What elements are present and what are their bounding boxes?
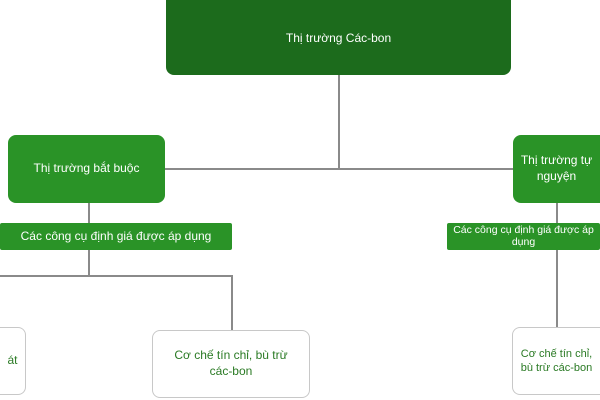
- node-label: Thị trường bắt buộc: [33, 161, 140, 176]
- connector: [88, 203, 90, 223]
- leaf-label: Cơ chế tín chỉ, bù trừ các-bon: [520, 347, 593, 374]
- mandatory-market-node: Thị trường bắt buộc: [8, 135, 165, 203]
- bar-label: Các công cụ định giá được áp dụng: [453, 223, 594, 248]
- bar-label: Các công cụ định giá được áp dụng: [20, 228, 212, 243]
- connector: [88, 250, 90, 275]
- root-node: Thị trường Các-bon: [166, 0, 511, 75]
- connector: [338, 75, 340, 168]
- pricing-tools-bar: Các công cụ định giá được áp dụng: [0, 223, 232, 250]
- leaf-node-credit-offset: Cơ chế tín chỉ, bù trừ các-bon: [512, 327, 600, 395]
- connector: [556, 203, 558, 327]
- leaf-node: át: [0, 327, 26, 395]
- node-label: Thị trường tự nguyện: [520, 153, 593, 183]
- leaf-label: át: [7, 353, 18, 368]
- root-label: Thị trường Các-bon: [285, 30, 392, 45]
- leaf-node-credit-offset: Cơ chế tín chỉ, bù trừ các-bon: [152, 330, 310, 398]
- leaf-label: Cơ chế tín chỉ, bù trừ các-bon: [174, 348, 288, 378]
- connector: [165, 168, 513, 170]
- connector: [231, 275, 233, 330]
- voluntary-market-node: Thị trường tự nguyện: [513, 135, 600, 203]
- pricing-tools-bar: Các công cụ định giá được áp dụng: [447, 223, 600, 250]
- connector: [0, 275, 232, 277]
